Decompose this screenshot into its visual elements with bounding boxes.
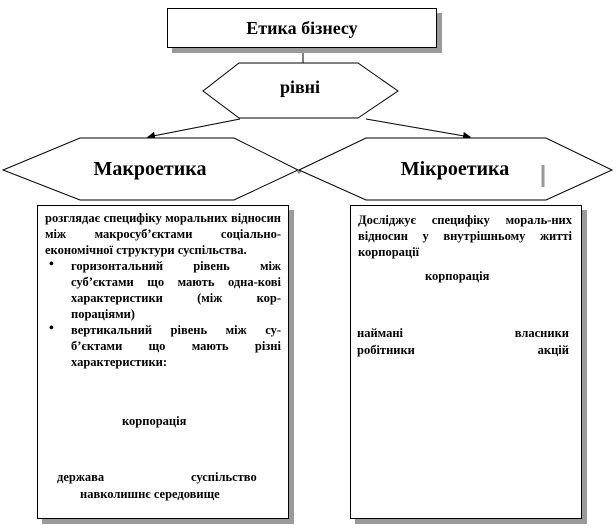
levels-to-micro-arrow [365, 118, 471, 140]
micro-employees-line2: робітники [357, 343, 415, 357]
micro-corporation-node: корпорація [425, 269, 490, 283]
macro-hexagon [2, 137, 302, 201]
micro-box [350, 205, 582, 519]
macro-environment-node: навколишнє середовище [80, 487, 220, 501]
micro-hexagon [298, 137, 614, 201]
macro-society-node: суспільство [191, 470, 257, 484]
title-text: Етика бізнесу [246, 17, 358, 38]
micro-label: Мікроетика [400, 158, 510, 180]
macro-intro: розглядає специфіку моральних відносин м… [45, 211, 281, 257]
levels-to-macro-arrow [147, 118, 241, 140]
micro-intro: Досліджує специфіку мораль-них відносин … [358, 213, 572, 259]
micro-employees-node: наймані робітники [357, 325, 415, 359]
macro-state-node: держава [57, 470, 105, 484]
levels-label: рівні [279, 77, 321, 97]
micro-shareholders-line1: власники [514, 326, 569, 340]
micro-shareholders-node: власники акцій [503, 325, 569, 359]
macro-content: розглядає специфіку моральних відносин м… [45, 210, 281, 370]
macro-corporation-node: корпорація [122, 414, 187, 428]
macro-bullet-vertical: вертикальний рівень між су-б’єктами що м… [45, 321, 281, 370]
macro-bullet-horizontal: горизонтальний рівень між суб’єктами що … [45, 257, 281, 322]
micro-employees-line1: наймані [357, 326, 404, 340]
micro-shareholders-line2: акцій [537, 343, 569, 357]
macro-label: Макроетика [93, 158, 207, 180]
levels-hexagon [202, 62, 399, 119]
title-box: Етика бізнесу [167, 8, 437, 48]
